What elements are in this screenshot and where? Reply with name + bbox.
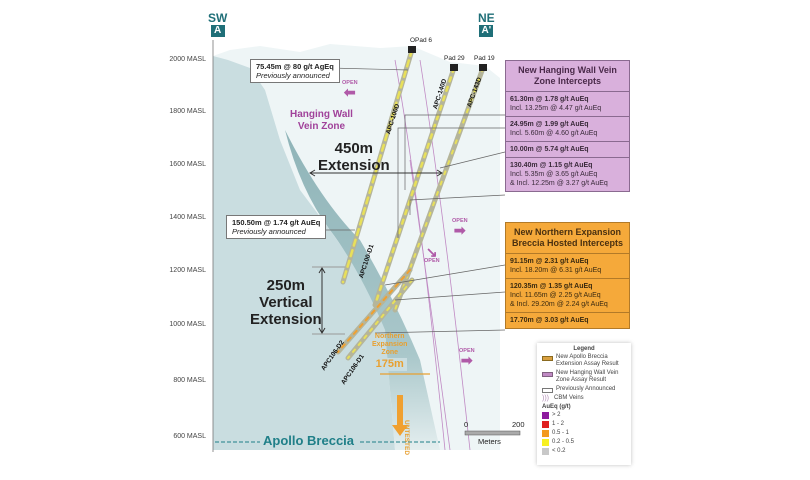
legend-item: Previously Announced bbox=[542, 386, 626, 393]
legend-title: Legend bbox=[573, 346, 595, 352]
untested-down-arrow bbox=[392, 395, 408, 436]
legend-item: New Apollo Breccia Extension Assay Resul… bbox=[542, 354, 626, 368]
intercept-row: 17.70m @ 3.03 g/t AuEq bbox=[510, 317, 589, 324]
elevation-label: 2000 MASL bbox=[169, 56, 206, 63]
northern-expansion-intercepts-box: New Northern Expansion Breccia Hosted In… bbox=[505, 222, 630, 329]
pad-19 bbox=[479, 64, 487, 71]
legend-item: New Hanging Wall Vein Zone Assay Result bbox=[542, 370, 626, 384]
pad-opad6 bbox=[408, 46, 416, 53]
open-indicator: ↘OPEN bbox=[424, 244, 440, 264]
vein-assay-swatch-icon bbox=[542, 372, 553, 377]
untested-label: UNTESTED bbox=[403, 420, 410, 456]
elevation-label: 1600 MASL bbox=[169, 161, 206, 168]
elevation-label: 1200 MASL bbox=[169, 267, 206, 274]
pad-29 bbox=[450, 64, 458, 71]
open-indicator: OPEN➡ bbox=[452, 218, 468, 238]
elevation-label: 800 MASL bbox=[173, 377, 206, 384]
grade-title: AuEq (g/t) bbox=[542, 404, 571, 410]
hanging-wall-intercepts-box: New Hanging Wall Vein Zone Intercepts 61… bbox=[505, 60, 630, 192]
elevation-label: 600 MASL bbox=[173, 433, 206, 440]
scale-bar bbox=[464, 430, 521, 436]
cbm-veins-icon: ))) bbox=[542, 395, 549, 402]
legend-item: )))CBM Veins bbox=[542, 395, 584, 402]
pad-label: OPad 6 bbox=[410, 37, 433, 44]
grade-item: 0.5 - 1 bbox=[542, 430, 626, 437]
grade-item: > 2 bbox=[542, 412, 626, 419]
elevation-label: 1800 MASL bbox=[169, 108, 206, 115]
pad-label: Pad 19 bbox=[474, 55, 495, 62]
intercept-row: 10.00m @ 5.74 g/t AuEq bbox=[506, 142, 629, 158]
host-rock-region bbox=[213, 56, 395, 450]
previously-announced-swatch-icon bbox=[542, 388, 553, 393]
apollo-breccia-label: Apollo Breccia bbox=[263, 433, 355, 448]
box-title: New Hanging Wall Vein Zone Intercepts bbox=[506, 61, 629, 92]
open-indicator: OPEN➡ bbox=[459, 348, 475, 368]
open-indicator: OPEN⬅ bbox=[342, 80, 358, 100]
breccia-assay-swatch-icon bbox=[542, 356, 553, 361]
elevation-label: 1000 MASL bbox=[169, 321, 206, 328]
elevation-label: 1400 MASL bbox=[169, 214, 206, 221]
pad-label: Pad 29 bbox=[444, 55, 465, 62]
box-title: New Northern Expansion Breccia Hosted In… bbox=[506, 223, 629, 254]
grade-item: < 0.2 bbox=[542, 448, 626, 455]
legend: Legend New Apollo Breccia Extension Assa… bbox=[537, 343, 631, 465]
grade-item: 0.2 - 0.5 bbox=[542, 439, 626, 446]
grade-item: 1 - 2 bbox=[542, 421, 626, 428]
